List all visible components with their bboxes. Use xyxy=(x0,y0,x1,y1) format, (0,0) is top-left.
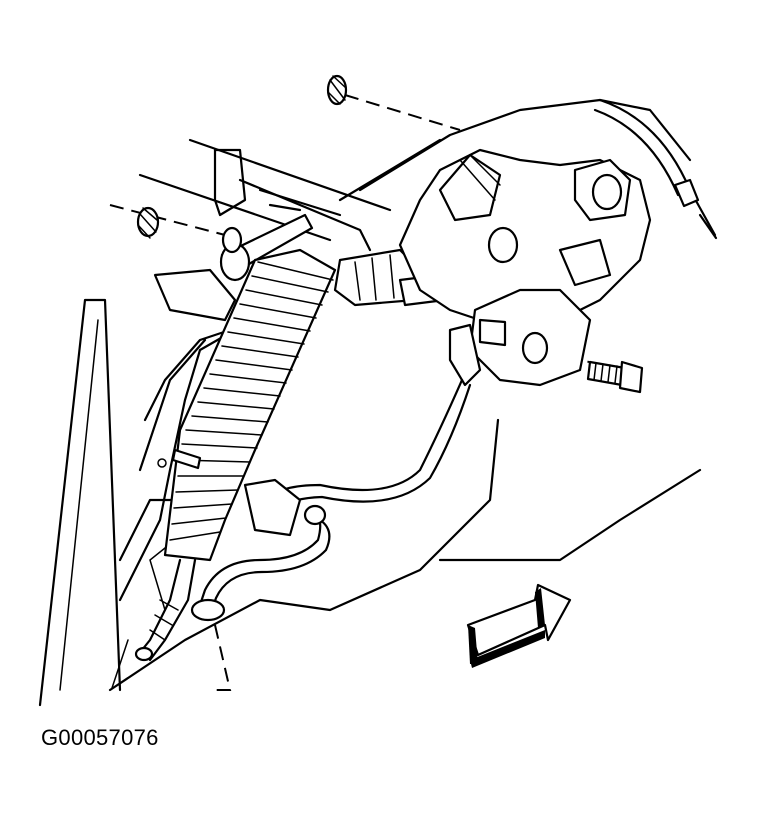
shift-cable xyxy=(593,98,718,240)
panel-stud xyxy=(171,448,202,470)
retainer-clip-left xyxy=(136,206,160,239)
figure-id-label: G00057076 xyxy=(41,725,159,750)
retainer-clip-upper xyxy=(326,74,348,106)
transmission-range-switch xyxy=(398,148,652,387)
front-arrow-icon xyxy=(466,583,572,668)
corrugated-conduit xyxy=(134,248,337,662)
mounting-bolt xyxy=(586,360,644,394)
stud-bolt xyxy=(153,213,314,322)
body-panel xyxy=(38,298,702,707)
upper-housing xyxy=(138,98,692,252)
wire-harness xyxy=(190,378,472,622)
